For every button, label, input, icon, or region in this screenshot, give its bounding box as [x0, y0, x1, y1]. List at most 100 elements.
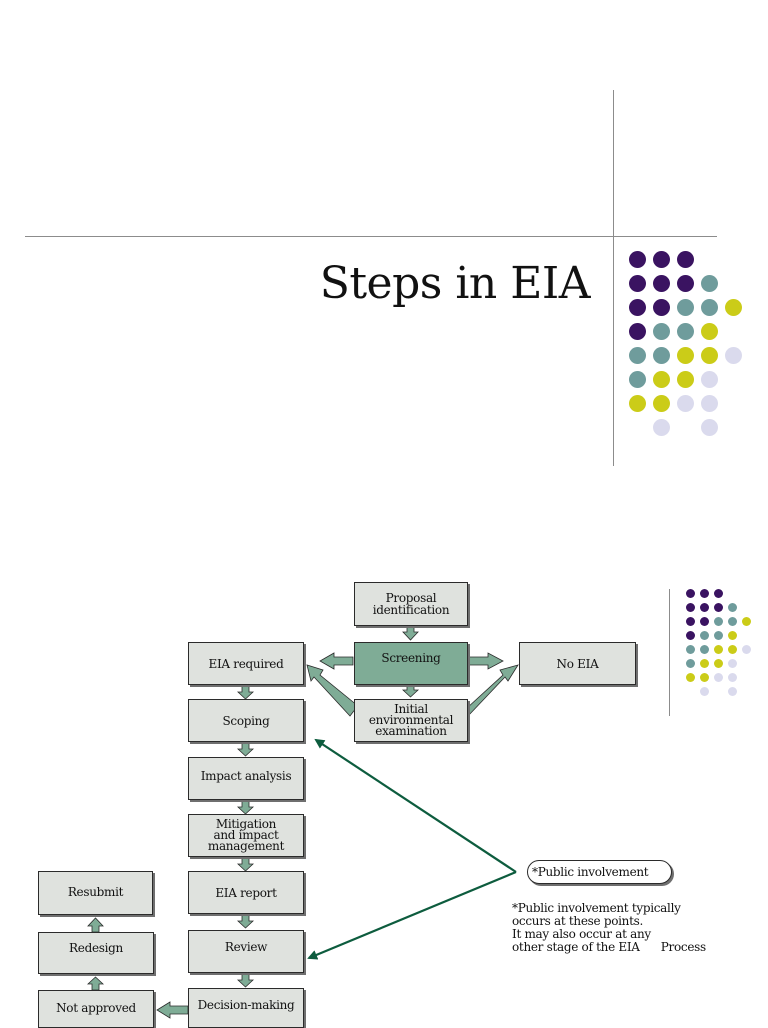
decorative-dot — [741, 616, 751, 626]
public-involvement-label: *Public involvement — [527, 860, 672, 884]
decorative-dot — [685, 588, 695, 598]
arrow-decision-to-not-approved — [156, 1001, 189, 1019]
decorative-dot — [652, 298, 670, 316]
decorative-dot — [628, 250, 646, 268]
resubmit-box: Resubmit — [38, 871, 153, 915]
impact-analysis-box: Impact analysis — [188, 757, 304, 800]
decorative-dot — [652, 370, 670, 388]
decorative-dot — [699, 672, 709, 682]
no-eia-box: No EIA — [519, 642, 636, 685]
decorative-dot — [676, 250, 694, 268]
decorative-dot — [727, 602, 737, 612]
public-involvement-note: *Public involvement typically occurs at … — [512, 902, 732, 954]
arrow-redesign-to-resubmit — [87, 917, 104, 933]
decorative-dot — [699, 658, 709, 668]
note-line-3: It may also occur at any — [512, 927, 651, 941]
no-eia-label: No EIA — [556, 656, 599, 671]
initial-examination-box: Initial environmental examination — [354, 699, 468, 742]
decorative-dot — [700, 346, 718, 364]
decorative-dot — [628, 370, 646, 388]
screening-box: Screening — [354, 642, 468, 685]
decorative-dot — [652, 394, 670, 412]
decorative-dot — [685, 658, 695, 668]
decorative-dot — [652, 274, 670, 292]
resubmit-label: Resubmit — [67, 885, 124, 899]
decorative-dot — [700, 298, 718, 316]
decorative-dot — [676, 298, 694, 316]
mitigation-label-line3: management — [207, 839, 285, 853]
decorative-dot — [652, 346, 670, 364]
decorative-dot — [685, 616, 695, 626]
decorative-dot — [676, 346, 694, 364]
decorative-dot — [685, 644, 695, 654]
eia-report-box: EIA report — [188, 871, 304, 914]
decorative-dot — [713, 616, 723, 626]
arrow-not-approved-to-redesign — [86, 976, 105, 991]
arrow-eia-required-to-scoping — [236, 684, 255, 700]
eia-required-label: EIA required — [208, 656, 284, 671]
arrow-review-to-decision — [236, 972, 255, 988]
decorative-dot — [699, 630, 709, 640]
decorative-dot — [713, 630, 723, 640]
initial-label-line3: examination — [375, 724, 447, 738]
decorative-dot — [699, 588, 709, 598]
decorative-dot — [699, 616, 709, 626]
decorative-dot — [741, 644, 751, 654]
decision-making-box: Decision-making — [188, 988, 304, 1028]
scoping-label: Scoping — [222, 713, 270, 728]
pointer-line-to-review — [307, 870, 517, 960]
decorative-dot — [727, 672, 737, 682]
proposal-label-line2: identification — [372, 603, 450, 617]
pointer-line-to-scoping — [314, 738, 517, 873]
arrow-impact-to-mitigation — [236, 799, 255, 815]
decorative-dot — [628, 394, 646, 412]
decorative-dot — [652, 418, 670, 436]
proposal-identification-box: Proposal identification — [354, 582, 468, 626]
decorative-dot — [700, 418, 718, 436]
review-label: Review — [224, 940, 268, 954]
decorative-dot — [652, 322, 670, 340]
slide-title: Steps in EIA — [319, 258, 591, 309]
decorative-dot — [628, 274, 646, 292]
horizontal-rule — [25, 236, 717, 237]
decorative-dot — [727, 630, 737, 640]
impact-analysis-label: Impact analysis — [200, 769, 292, 783]
decorative-dot — [676, 394, 694, 412]
decorative-dot — [700, 370, 718, 388]
not-approved-label: Not approved — [56, 1001, 136, 1015]
proposal-label-line1: Proposal — [385, 591, 437, 605]
decorative-dot — [700, 274, 718, 292]
decision-making-label: Decision-making — [197, 998, 295, 1012]
vertical-rule — [613, 90, 614, 466]
arrow-screening-to-initial — [401, 684, 420, 698]
arrow-scoping-to-impact — [236, 741, 255, 757]
arrow-report-to-review — [236, 913, 255, 929]
decorative-dot — [713, 672, 723, 682]
decorative-dot — [700, 394, 718, 412]
decorative-dot — [628, 298, 646, 316]
decorative-dot — [676, 370, 694, 388]
redesign-label: Redesign — [69, 941, 123, 955]
decorative-dot — [727, 616, 737, 626]
mitigation-label-line1: Mitigation — [215, 817, 277, 831]
mitigation-label-line2: and impact — [213, 828, 279, 842]
arrow-initial-to-no-eia — [466, 664, 519, 717]
decorative-dot — [685, 630, 695, 640]
decorative-dot — [676, 322, 694, 340]
decorative-dot — [724, 346, 742, 364]
review-box: Review — [188, 930, 304, 973]
decorative-dot — [724, 298, 742, 316]
note-line-4: other stage of the EIA Process — [512, 940, 706, 954]
decorative-dot — [727, 658, 737, 668]
decorative-dot — [685, 602, 695, 612]
arrow-screening-to-no-eia — [467, 652, 504, 670]
decorative-dot — [699, 602, 709, 612]
eia-report-label: EIA report — [215, 885, 277, 900]
decorative-dot — [727, 686, 737, 696]
initial-label-line1: Initial — [394, 702, 428, 716]
decorative-dot — [713, 658, 723, 668]
decorative-dot — [628, 346, 646, 364]
decorative-dot — [713, 602, 723, 612]
mitigation-box: Mitigation and impact management — [188, 814, 304, 857]
